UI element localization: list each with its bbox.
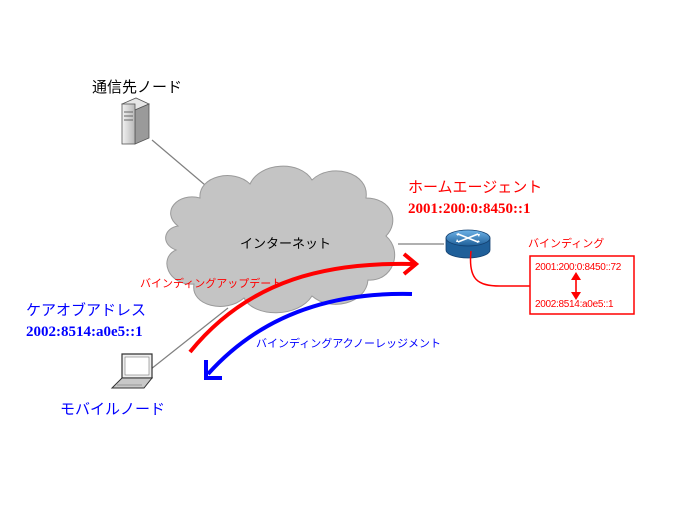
care-of-address-label: ケアオブアドレス — [26, 301, 147, 319]
binding-home-address: 2001:200:0:8450::72 — [535, 262, 622, 273]
correspondent-node-label: 通信先ノード — [92, 78, 183, 96]
binding-update-label: バインディングアップデート — [140, 277, 283, 290]
internet-cloud-icon — [165, 165, 396, 314]
link-internet-mobile — [145, 307, 229, 374]
binding-update-arrow — [188, 252, 420, 354]
home-agent-address: 2001:200:0:8450::1 — [408, 201, 531, 217]
laptop-icon — [110, 353, 154, 389]
server-icon — [121, 97, 150, 145]
binding-label: バインディング — [528, 237, 605, 250]
binding-cache-box — [529, 255, 635, 315]
internet-label: インターネット — [240, 237, 332, 252]
binding-ack-label: バインディングアクノーレッジメント — [256, 337, 442, 350]
home-agent-label: ホームエージェント — [408, 178, 543, 196]
binding-care-of-address: 2002:8514:a0e5::1 — [535, 299, 614, 310]
binding-ack-arrow — [204, 291, 413, 380]
mobile-node-label: モバイルノード — [60, 400, 166, 418]
link-homeagent-binding — [469, 250, 530, 287]
binding-double-arrow-icon — [571, 272, 581, 300]
care-of-address-value: 2002:8514:a0e5::1 — [26, 324, 143, 340]
router-icon — [445, 229, 491, 259]
